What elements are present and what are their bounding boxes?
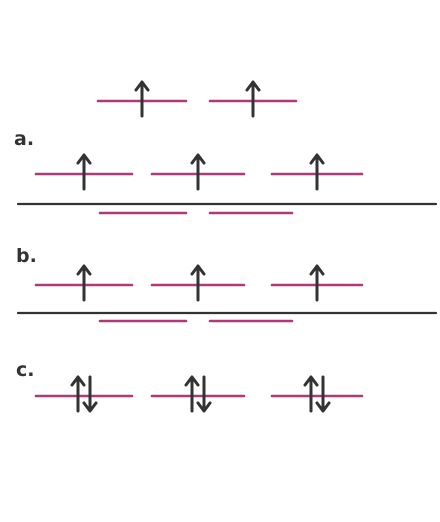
option-c-orbital-2-electron-up-arrow [184, 375, 200, 413]
option-b-orbital-1-electron-up-arrow [76, 264, 92, 302]
option-a-label: a. [14, 128, 34, 150]
option-c-orbital-2-electron-down-arrow [196, 375, 212, 413]
option-c-label: c. [16, 359, 34, 381]
top-orbital-2-electron-up-arrow [245, 80, 261, 118]
option-b-orbital-3-electron-up-arrow [309, 264, 325, 302]
option-c-orbital-1-electron-up-arrow [70, 375, 86, 413]
option-b-label: b. [16, 245, 37, 267]
option-a-orbital-2-electron-up-arrow [190, 153, 206, 191]
option-a-orbital-1-electron-up-arrow [76, 153, 92, 191]
option-b-orbital-2-electron-up-arrow [190, 264, 206, 302]
option-c-orbital-3-electron-up-arrow [303, 375, 319, 413]
top-orbital-1-electron-up-arrow [134, 80, 150, 118]
option-c-orbital-1-electron-down-arrow [82, 375, 98, 413]
option-c-orbital-3-electron-down-arrow [315, 375, 331, 413]
option-a-orbital-3-electron-up-arrow [309, 153, 325, 191]
